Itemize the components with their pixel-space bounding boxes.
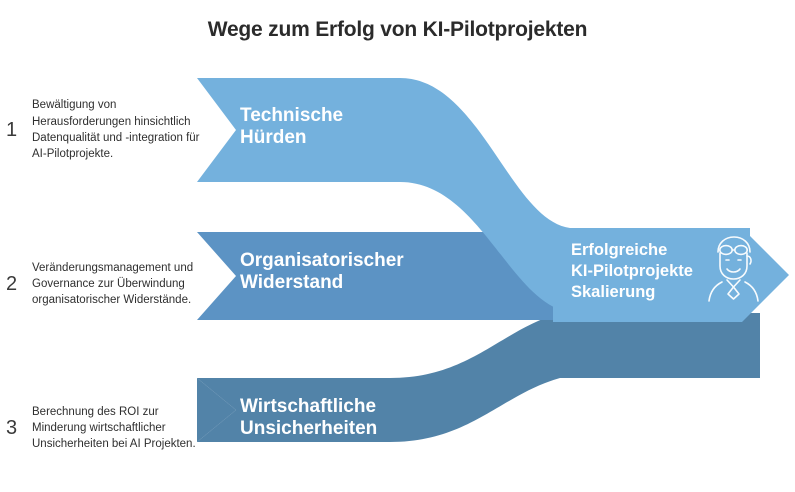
- band-label-organisatorischer-widerstand: Organisatorischer Widerstand: [240, 250, 404, 294]
- step-description-1: Bewältigung von Herausforderungen hinsic…: [32, 99, 200, 161]
- page-title: Wege zum Erfolg von KI-Pilotprojekten: [207, 18, 588, 41]
- outcome-label: Erfolgreiche KI-Pilotprojekte Skalierung: [571, 241, 693, 302]
- step-description-2: Veränderungsmanagement und Governance zu…: [32, 261, 194, 307]
- step-description-3: Berechnung des ROI zur Minderung wirtsch…: [32, 405, 196, 451]
- step-note-1: 1 Bewältigung von Herausforderungen hins…: [6, 78, 202, 182]
- step-number-3: 3: [6, 417, 18, 439]
- band-label-technische-huerden: Technische Hürden: [240, 105, 344, 149]
- person-with-helmet-icon: [708, 236, 759, 302]
- step-number-2: 2: [6, 273, 18, 295]
- band-label-wirtschaftliche-unsicherheiten: Wirtschaftliche Unsicherheiten: [240, 396, 378, 440]
- flow-band-3: [197, 378, 236, 442]
- step-note-2: 2 Veränderungsmanagement und Governance …: [6, 232, 202, 336]
- flow-band-3-body: [197, 313, 760, 442]
- flow-band-2: [197, 232, 560, 320]
- step-number-1: 1: [6, 119, 18, 141]
- step-note-3: 3 Berechnung des ROI zur Minderung wirts…: [6, 378, 202, 478]
- outcome-arrow: [553, 228, 789, 322]
